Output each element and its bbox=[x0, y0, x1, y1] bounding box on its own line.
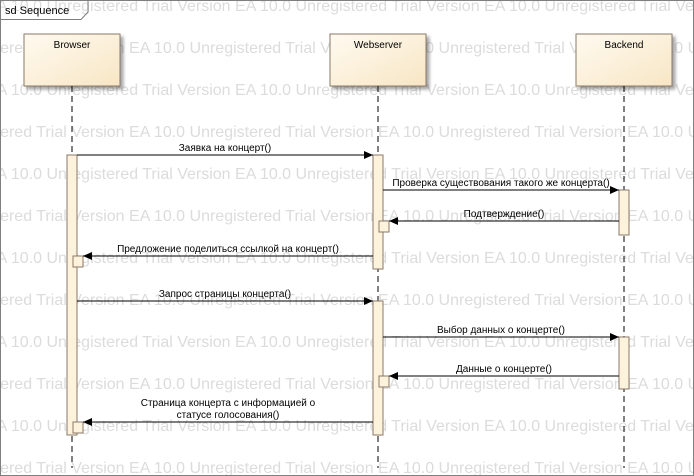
message-6: Выбор данных о концерте() bbox=[383, 324, 619, 341]
message-label: Заявка на концерт() bbox=[179, 143, 271, 154]
messages: Заявка на концерт() Проверка существовани… bbox=[77, 143, 619, 426]
lifeline-name-browser: Browser bbox=[54, 40, 91, 51]
activation-bar bbox=[372, 300, 384, 436]
message-arrowhead bbox=[389, 217, 398, 225]
message-label: Страница концерта с информацией о bbox=[141, 397, 316, 409]
activation-bar bbox=[72, 421, 84, 434]
lifeline-head-webserver bbox=[329, 33, 427, 87]
frame-tab bbox=[0, 0, 89, 20]
message-arrowhead bbox=[610, 186, 619, 194]
message-arrowhead bbox=[364, 151, 373, 159]
activation-bar bbox=[618, 336, 630, 390]
activation-bar bbox=[66, 154, 78, 436]
message-arrowhead bbox=[610, 333, 619, 341]
frame-label: sd Sequence bbox=[5, 5, 69, 17]
message-7: Данные о концерте() bbox=[389, 364, 619, 380]
message-label: Данные о концерте() bbox=[456, 364, 552, 375]
message-label: Предложение поделиться ссылкой на концер… bbox=[117, 244, 339, 255]
message-5: Запрос страницы концерта() bbox=[77, 289, 373, 305]
activation-bar bbox=[378, 375, 390, 388]
message-label: Подтверждение() bbox=[464, 209, 545, 220]
lifeline-head-browser bbox=[23, 33, 121, 87]
message-arrowhead bbox=[389, 372, 398, 380]
message-arrowhead bbox=[83, 252, 92, 260]
message-arrowhead bbox=[364, 297, 373, 305]
message-2: Проверка существования такого же концерт… bbox=[383, 178, 619, 194]
message-8: Страница концерта с информацией остатусе… bbox=[83, 397, 373, 426]
message-arrowhead bbox=[83, 418, 92, 426]
message-label: Проверка существования такого же концерт… bbox=[392, 178, 609, 189]
lifeline-name-webserver: Webserver bbox=[354, 40, 403, 51]
activation-bar bbox=[378, 220, 390, 233]
message-1: Заявка на концерт() bbox=[77, 143, 373, 159]
message-label: статусе голосования() bbox=[177, 410, 280, 421]
lifelines: Browser Webserver Backend bbox=[23, 33, 673, 468]
message-4: Предложение поделиться ссылкой на концер… bbox=[83, 244, 373, 260]
message-label: Выбор данных о концерте() bbox=[437, 324, 565, 336]
message-label: Запрос страницы концерта() bbox=[159, 289, 291, 300]
lifeline-head-backend bbox=[575, 33, 673, 87]
lifeline-name-backend: Backend bbox=[605, 40, 644, 51]
message-3: Подтверждение() bbox=[389, 209, 619, 225]
activation-bar bbox=[618, 189, 630, 236]
activation-bar bbox=[72, 255, 84, 268]
activations bbox=[66, 154, 630, 436]
activation-bar bbox=[372, 154, 384, 270]
